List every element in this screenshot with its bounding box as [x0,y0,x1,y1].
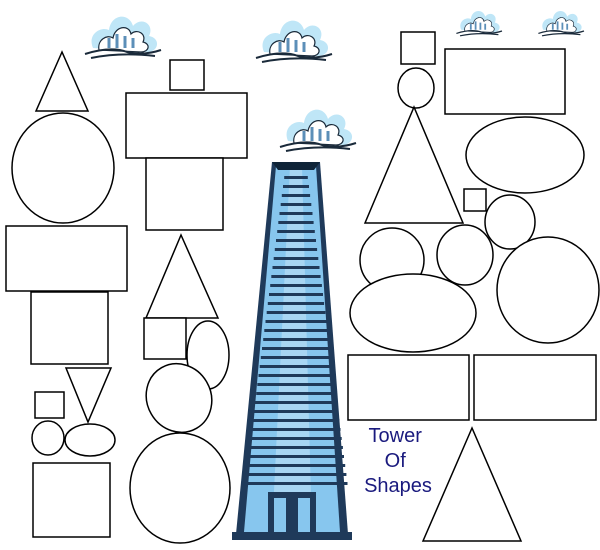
small-circle-shape [484,194,536,250]
tower-window-band [280,203,312,206]
inverted-triangle-shape [64,367,113,424]
tower-window-band [267,302,325,305]
small-oval-shape [64,423,116,457]
tower-window-band [274,248,318,251]
circle-shape [129,432,231,544]
triangle-shape [363,105,465,224]
tower-window-band [246,464,346,467]
rectangle-shape [347,354,470,421]
rectangle-shape [473,354,597,421]
small-square-shape [143,317,187,360]
tower-window-band [266,311,326,314]
circle-shape [496,236,600,344]
oval-shape [349,273,477,353]
tower-window-band [252,419,340,422]
square-shape [30,291,109,365]
oval-shape [145,362,213,434]
tower-window-band [279,212,313,215]
tower-window-band [276,239,316,242]
tower-window-band [265,320,327,323]
tower-window-band [283,185,309,188]
tower-window-band [256,392,336,395]
circle-shape [436,224,494,286]
tower-window-band [257,383,335,386]
tower-window-band [264,329,328,332]
cloud-icon [537,10,585,37]
cloud-icon [455,10,503,37]
cloud-icon [254,19,334,64]
tower-window-band [260,356,332,359]
tower-window-band [269,293,323,296]
tower-window-band [263,338,329,341]
tower-window-band [272,266,320,269]
triangle-shape [34,50,90,112]
cloud-icon [83,15,163,60]
square-shape [145,157,224,231]
tower-window-band [259,365,333,368]
small-circle-shape [31,420,65,456]
rectangle-shape [125,92,248,159]
small-square-shape [169,59,205,91]
cloud-icon [278,108,358,153]
tower-window-band [258,374,334,377]
tower-window-band [278,221,314,224]
tower-window-band [277,230,315,233]
small-square-shape [34,391,65,419]
circle-shape [11,112,115,224]
tower-window-band [262,347,330,350]
triangle-shape [421,426,523,542]
tower-window-band [245,473,347,476]
tower-window-band [244,482,348,485]
tower-window-band [273,257,319,260]
tower-window-band [253,410,339,413]
skyscraper-icon [232,162,352,540]
tower-window-band [248,455,344,458]
tower-window-band [250,437,342,440]
tower-window-band [249,446,343,449]
tower-window-band [284,176,308,179]
tower-window-band [255,401,337,404]
small-square-shape [463,188,487,212]
small-square-shape [400,31,436,65]
caption-line-3: Shapes [364,475,432,497]
tower-window-band [270,284,322,287]
caption-line-2: Of [385,450,407,472]
tower-window-band [281,194,311,197]
caption-text: Tower Of Shapes [364,425,432,497]
tower-window-band [251,428,341,431]
caption-line-1: Tower [369,425,423,447]
rectangle-shape [5,225,128,292]
triangle-shape [144,233,220,319]
rectangle-shape [444,48,566,115]
tower-window-band [271,275,321,278]
small-circle-shape [397,67,435,109]
oval-shape [465,116,585,194]
square-shape [32,462,111,538]
